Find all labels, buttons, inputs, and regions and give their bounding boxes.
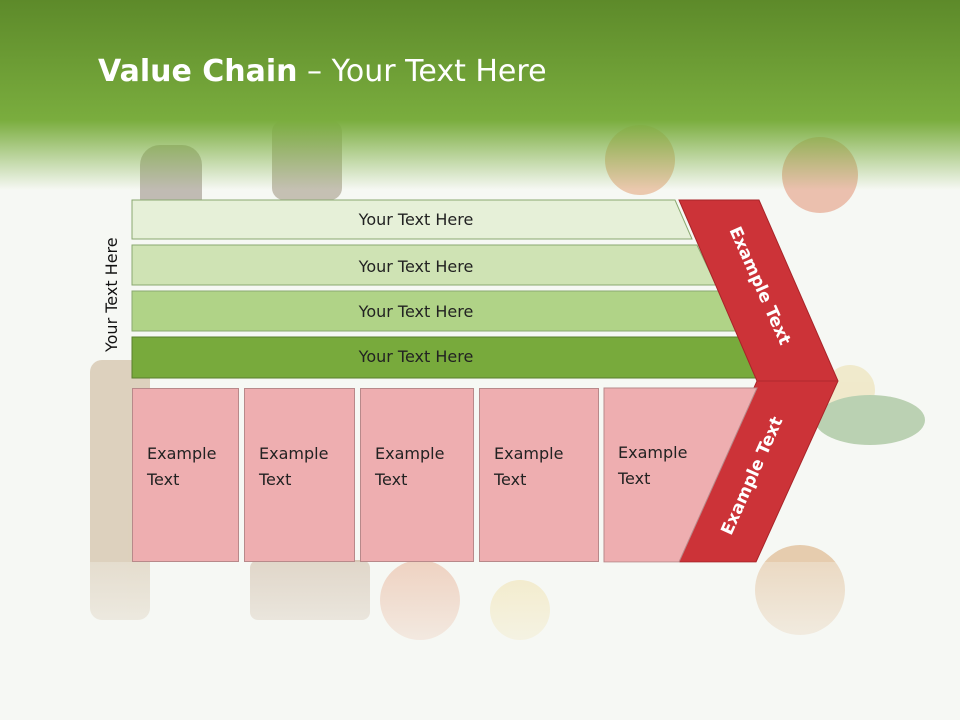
bar-1-shape [131,199,693,240]
box-1-line1: Example [147,444,217,463]
box-5-line1: Example [618,443,688,462]
box-2-line2: Text [259,470,292,489]
box-4-line2: Text [494,470,527,489]
page-title: Value Chain – Your Text Here [98,54,547,89]
bar-3-label: Your Text Here [358,302,474,321]
box-1: Example Text [132,388,239,562]
reflection-fade [0,562,960,720]
box-2-line1: Example [259,444,329,463]
bar-2-label: Your Text Here [358,257,474,276]
bar-1-label: Your Text Here [358,210,474,229]
title-bold: Value Chain [98,54,298,89]
title-rest: – Your Text Here [297,54,547,89]
box-3-line1: Example [375,444,445,463]
box-3-line2: Text [375,470,408,489]
box-4-line1: Example [494,444,564,463]
box-5-text: Example Text [604,388,724,562]
box-3: Example Text [360,388,474,562]
header-band [0,0,960,190]
bar-4-label: Your Text Here [358,347,474,366]
box-2: Example Text [244,388,355,562]
box-5-line2: Text [618,469,651,488]
box-1-line2: Text [147,470,180,489]
box-4: Example Text [479,388,599,562]
